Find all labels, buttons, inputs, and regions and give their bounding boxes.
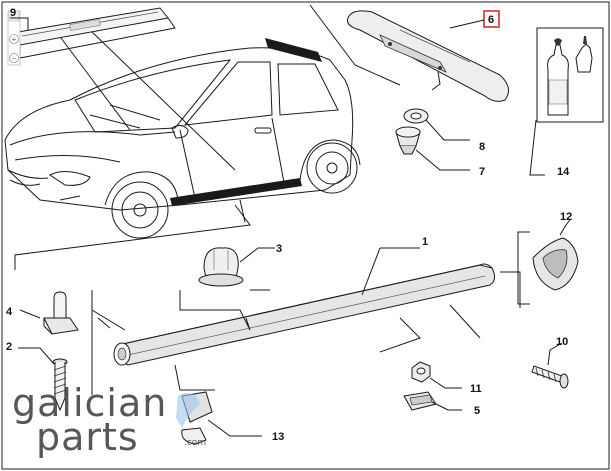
watermark-logo-icon [176, 393, 200, 428]
galicianparts-watermark: galician parts .com [12, 381, 206, 459]
watermark-line-1: galician [12, 381, 167, 425]
part-14-adhesive-kit [529, 27, 604, 176]
part-label-5[interactable]: 5 [474, 405, 480, 417]
part-7-grommet [395, 126, 470, 171]
zoom-in-icon[interactable] [9, 34, 19, 44]
side-skirt-location-mark [170, 178, 302, 206]
part-label-13[interactable]: 13 [272, 431, 284, 443]
part-11-nut [411, 361, 462, 389]
part-label-11[interactable]: 11 [470, 383, 482, 395]
zoom-out-label: − [12, 54, 17, 63]
part-6-rear-spoiler [347, 10, 510, 102]
part-12-badge [532, 219, 579, 291]
part-label-4[interactable]: 4 [6, 306, 13, 318]
part-5-speed-clip [403, 391, 462, 411]
part-8-washer [403, 108, 470, 141]
part-2-screw [18, 347, 68, 412]
watermark-line-2: parts [36, 415, 139, 459]
part-10-screw [531, 342, 569, 389]
part-4-bracket [19, 291, 79, 335]
car-illustration [4, 47, 361, 239]
part-label-8[interactable]: 8 [479, 141, 485, 153]
spoiler-location-mark [265, 38, 322, 62]
part-label-14[interactable]: 14 [557, 166, 570, 178]
zoom-controls[interactable]: + − [7, 10, 21, 66]
part-1-side-skirt [113, 247, 496, 366]
highlight-box-6 [483, 10, 500, 28]
zoom-in-label: + [12, 35, 17, 44]
part-label-12[interactable]: 12 [560, 211, 572, 223]
part-3-push-clip [198, 247, 275, 287]
part-label-6[interactable]: 6 [488, 14, 494, 26]
part-label-2[interactable]: 2 [6, 341, 12, 353]
part-label-7[interactable]: 7 [479, 166, 485, 178]
part-label-3[interactable]: 3 [276, 243, 282, 255]
part-label-1[interactable]: 1 [422, 236, 428, 248]
part-label-9[interactable]: 9 [10, 7, 16, 19]
watermark-suffix: .com [184, 438, 206, 448]
zoom-out-icon[interactable] [9, 53, 19, 63]
part-label-10[interactable]: 10 [556, 336, 568, 348]
